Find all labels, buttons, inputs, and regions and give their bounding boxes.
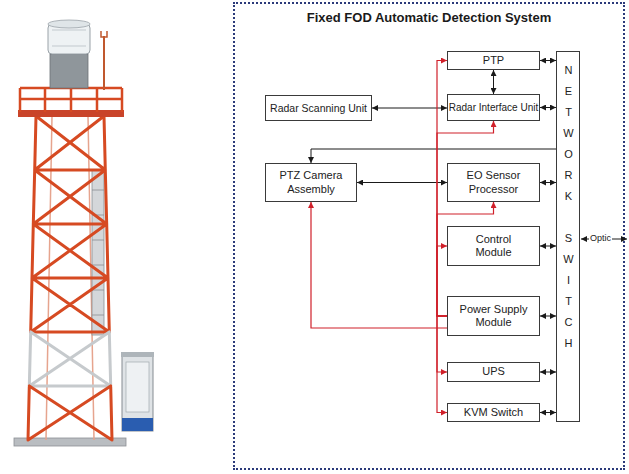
data-link [540,316,556,317]
system-frame: Fixed FOD Automatic Detection SystemPTP R… [233,2,625,470]
network-switch-bar: NETWORK SWITCH [556,51,580,422]
process-box: Power Supply Module [447,296,540,336]
data-link [311,149,556,163]
switch-label: NETWORK SWITCH [563,64,574,358]
process-box: EO Sensor Processor [447,163,540,202]
data-link [372,108,447,109]
box-label: PTP [454,54,534,67]
process-box: Radar Scanning Unit [265,95,372,121]
link-label: Optic [589,233,612,243]
power-line [437,61,447,317]
box-label: Radar Interface Unit [448,102,539,114]
tower-illustration [0,0,180,474]
box-label: Power Supply Module [459,303,529,329]
data-link [540,107,556,108]
data-link [540,60,556,61]
process-box: Control Module [447,226,540,266]
box-label: Radar Scanning Unit [267,102,371,115]
power-line [437,121,494,316]
data-link [540,412,556,413]
process-box: UPS [447,362,540,382]
box-label: UPS [454,365,534,378]
frame-title: Fixed FOD Automatic Detection System [235,10,623,25]
power-line [311,202,447,328]
box-label: PTZ Camera Assembly [276,169,346,195]
box-label: Control Module [459,233,529,259]
power-line [437,246,447,316]
process-box: Radar Interface Unit [447,94,540,121]
process-box: PTP [447,51,540,70]
box-label: KVM Switch [454,406,534,419]
data-link [357,182,447,183]
data-link [493,70,494,94]
process-box: KVM Switch [447,403,540,422]
box-label: EO Sensor Processor [459,169,529,195]
process-box: PTZ Camera Assembly [265,163,357,202]
data-link [540,372,556,373]
data-link [540,182,556,183]
power-line [437,316,447,413]
data-link [540,246,556,247]
power-line [437,316,447,372]
